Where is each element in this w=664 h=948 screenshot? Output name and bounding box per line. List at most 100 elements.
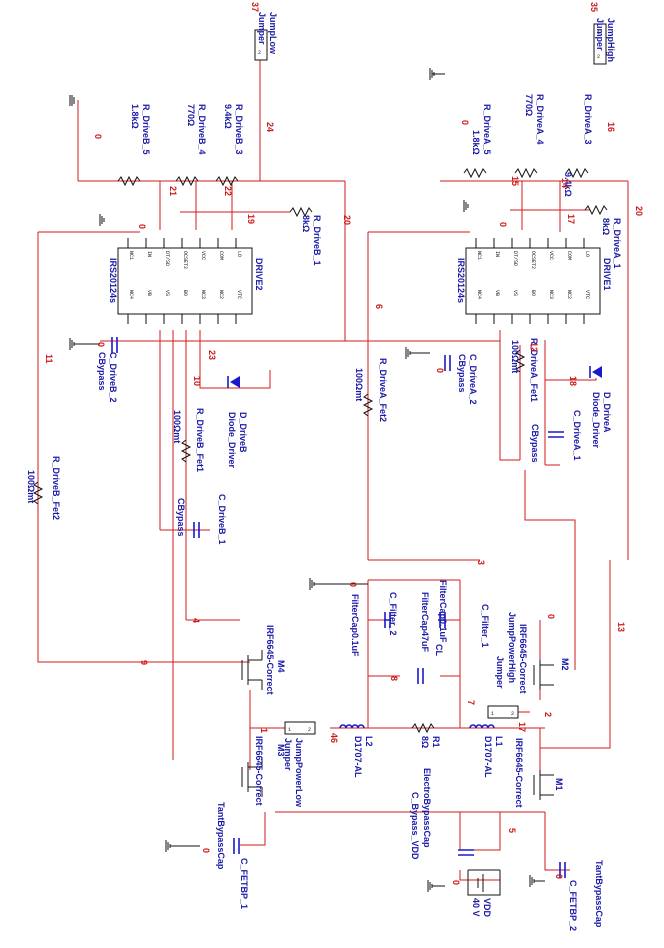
c-fetbp-2-part: TantBypassCap <box>594 860 604 928</box>
net-6: 6 <box>374 304 384 309</box>
net-20-a: 20 <box>342 215 352 225</box>
drive2-name: DRIVE2 <box>254 258 264 291</box>
net-0-k: 0 <box>554 874 564 879</box>
inductors <box>339 724 495 729</box>
c-drivea-2-name: C_DriveA_2 <box>468 354 478 405</box>
jump-low-part: Jumper <box>257 12 267 45</box>
c-bypass-vdd-name: C_Bypass_VDD <box>410 792 420 860</box>
r-drivea-4-value: 770Ω <box>524 94 534 116</box>
c-driveb-2-name: C_DriveB_2 <box>108 352 118 403</box>
r-drivea-4-symbol <box>514 167 538 179</box>
net-23: 23 <box>207 350 217 360</box>
drive1-pin-top-5: DT/SD <box>512 251 518 266</box>
r-driveb-4-value: 770Ω <box>186 104 196 126</box>
r-drivea-5-value: 1.8kΩ <box>471 130 481 155</box>
r-driveb-4-symbol <box>175 175 199 187</box>
drive1-pin-bottom-2: NC2 <box>566 290 572 299</box>
c-filter-2-part: FilterCap0.1uF <box>350 594 360 657</box>
m4-name: M4 <box>276 660 286 673</box>
m1-part: IRF6645-Correct <box>514 738 524 808</box>
net-20-b: 20 <box>634 206 644 216</box>
r-driveb-1-name: R_DriveB_1 <box>312 215 322 266</box>
r-driveb-5-name: R_DriveB_5 <box>141 104 151 155</box>
drive2-part: IRS20124s <box>108 258 118 303</box>
d-drivea-symbol <box>592 366 602 378</box>
net-14: 14 <box>560 178 570 188</box>
c-drivea-1-name: C_DriveA_1 <box>572 410 582 461</box>
net-15: 15 <box>510 176 520 186</box>
drive1-pin-bottom-7: NC4 <box>476 290 482 299</box>
drive2-pin-top-5: DT/SD <box>164 251 170 266</box>
m4-symbol <box>241 650 263 690</box>
cl-name: CL <box>434 644 444 656</box>
net-0-c: 0 <box>137 224 147 229</box>
r-driveb-3-symbol <box>215 175 239 187</box>
r-drivea-fet2-name: R_DriveA_Fet2 <box>378 358 388 422</box>
r-drivea-5-symbol <box>463 167 487 179</box>
net-0-h: 0 <box>546 614 556 619</box>
r-driveb-1-symbol <box>289 206 313 218</box>
drive2-pin-bottom-2: NC2 <box>218 290 224 299</box>
c-filter-1-name: C_Filter_1 <box>480 604 490 648</box>
drive1-name: DRIVE1 <box>602 258 612 291</box>
cl-part: FilterCap47uF <box>420 592 430 653</box>
driver-ic-drive2: LOCOMVCCOCSET2DT/SDINNC1VTCNC2NC3BOVSVBN… <box>108 238 264 324</box>
net-18: 18 <box>568 376 578 386</box>
c-drivea-2-symbol <box>444 355 451 371</box>
net-10: 10 <box>192 376 202 386</box>
svg-text:1: 1 <box>597 30 600 36</box>
l1-name: L1 <box>494 736 504 747</box>
r-driveb-4-name: R_DriveB_4 <box>197 104 207 155</box>
m2-part: IRF6645-Correct <box>518 624 528 694</box>
r-driveb-3-value: 9.4kΩ <box>223 104 233 129</box>
c-filter-1-part: FilterCap0.1uF <box>438 580 448 643</box>
r-driveb-3-name: R_DriveB_3 <box>234 104 244 155</box>
net-24: 24 <box>265 122 275 132</box>
r-drivea-fet2-value: 100Ωmt <box>354 368 364 401</box>
net-13: 13 <box>616 622 626 632</box>
c-fetbp-2-symbol <box>559 862 566 878</box>
net-35: 35 <box>589 2 599 12</box>
c-fetbp-1-part: TantBypassCap <box>216 802 226 870</box>
r1-symbol <box>411 722 435 734</box>
net-1: 1 <box>259 728 269 733</box>
net-0-e: 0 <box>96 342 106 347</box>
r-driveb-fet1-name: R_DriveB_Fet1 <box>195 408 205 472</box>
drive2-pin-bottom-5: VS <box>164 290 170 296</box>
drive1-pin-bottom-4: BO <box>530 290 536 296</box>
drive2-pin-top-4: OCSET2 <box>182 251 188 269</box>
r-drivea-fet2-symbol <box>362 393 374 417</box>
net-7: 7 <box>466 700 476 705</box>
r-drivea-1-symbol <box>584 204 608 216</box>
cl-symbol <box>417 668 424 684</box>
drive1-pin-bottom-6: VB <box>494 290 500 296</box>
jump-power-high-symbol <box>487 705 519 719</box>
net-0-d: 0 <box>498 222 508 227</box>
c-filter-1-symbol <box>438 612 446 628</box>
svg-text:2: 2 <box>597 54 600 60</box>
svg-text:1: 1 <box>258 36 261 42</box>
c-driveb-1-name: C_DriveB_1 <box>217 494 227 545</box>
svg-text:2: 2 <box>308 727 311 733</box>
r-driveb-1-value: 8kΩ <box>301 215 311 232</box>
c-drivea-1-symbol <box>548 431 564 438</box>
jump-low-name: JumpLow <box>268 12 278 55</box>
drive2-pin-bottom-3: NC3 <box>200 290 206 299</box>
net-5: 5 <box>507 828 517 833</box>
m3-name: M3 <box>276 744 286 757</box>
r-driveb-fet1-symbol <box>180 439 192 463</box>
drive1-part: IRS20124s <box>456 258 466 303</box>
d-driveb-part: Diode_Driver <box>227 412 237 469</box>
vdd-value: 40 V <box>471 898 481 917</box>
drive1-pin-top-6: IN <box>494 251 500 257</box>
l2-symbol <box>339 724 365 729</box>
net-16: 16 <box>606 122 616 132</box>
net-0-i: 0 <box>201 848 211 853</box>
c-fetbp-2-name: C_FETBP_2 <box>568 880 578 931</box>
c-bypass-vdd-part: ElectroBypassCap <box>422 768 432 848</box>
drive1-pin-top-7: NC1 <box>476 251 482 260</box>
net-4: 4 <box>191 618 201 623</box>
drive2-pin-top-6: IN <box>146 251 152 257</box>
svg-text:1: 1 <box>491 711 494 717</box>
